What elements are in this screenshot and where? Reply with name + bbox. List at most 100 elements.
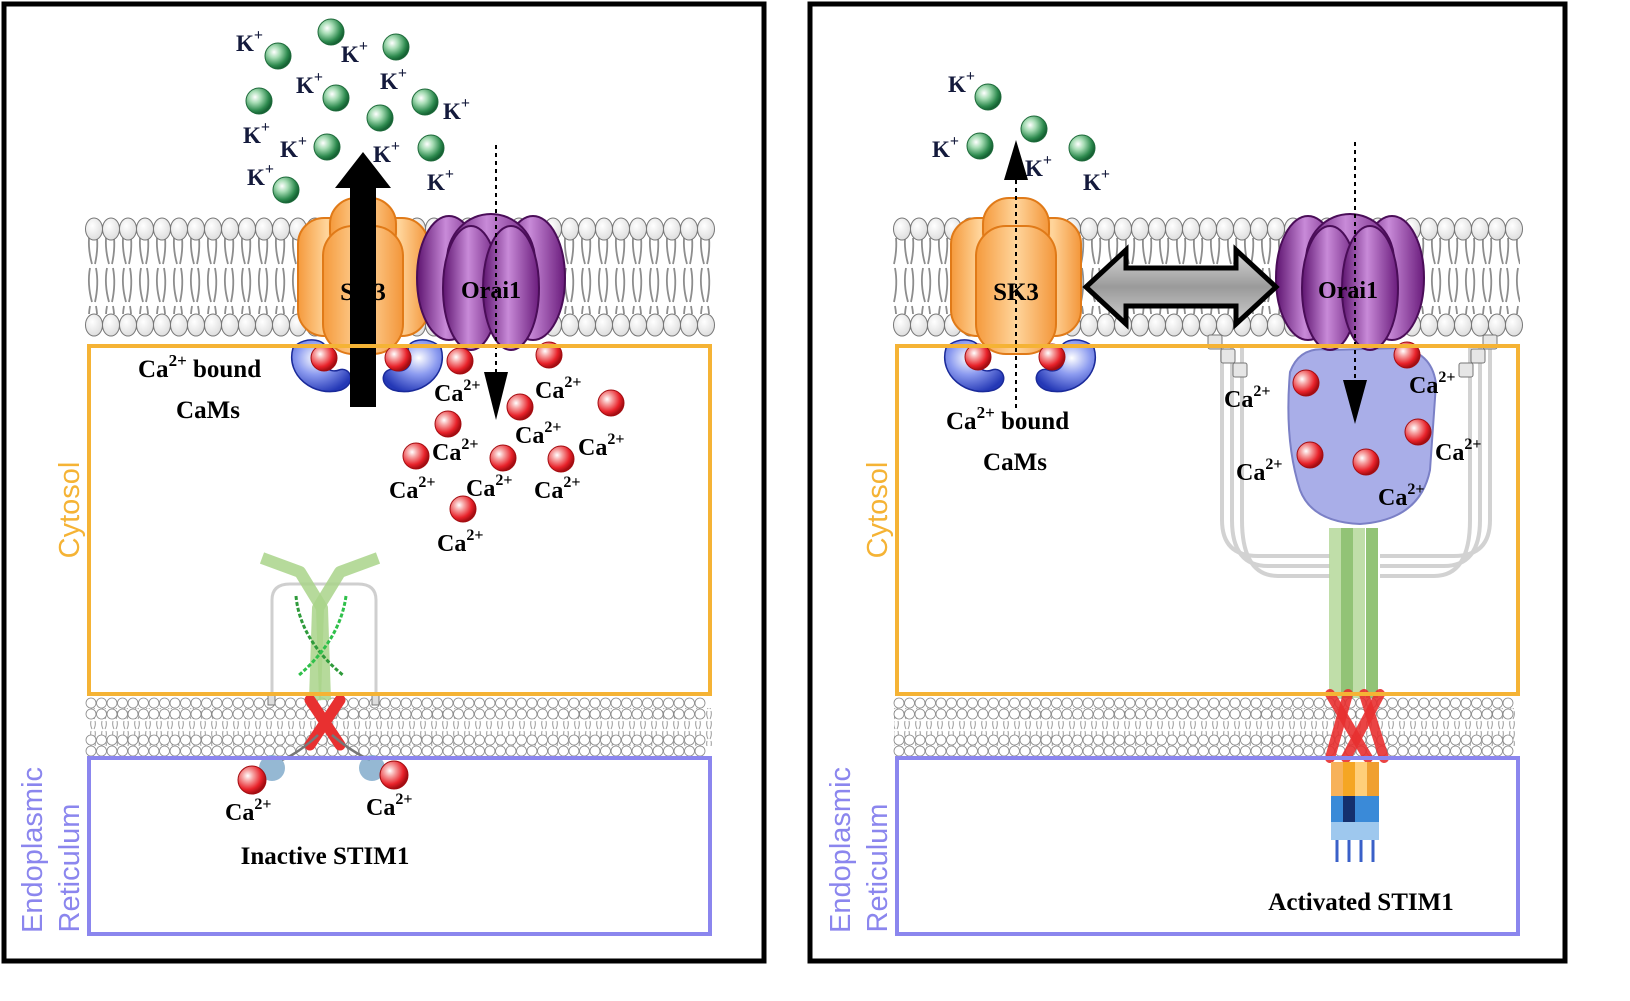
right-cytosol-label: Cytosol xyxy=(862,462,894,559)
er-lipid-head xyxy=(1303,697,1314,709)
er-lipid-head xyxy=(925,734,936,746)
er-lipid-head xyxy=(610,734,622,746)
right-er-label-line1: Endoplasmic xyxy=(825,767,857,933)
er-lipid-head xyxy=(274,697,286,709)
er-lipid-head xyxy=(977,708,989,720)
er-lipid-head xyxy=(474,745,485,757)
er-lipid-head xyxy=(138,697,149,709)
lipid-head-inner xyxy=(1267,313,1285,337)
right-sk3-label: SK3 xyxy=(993,279,1039,306)
er-lipid-head xyxy=(1030,734,1041,746)
er-lipid-head xyxy=(516,734,527,746)
ion-charge: + xyxy=(359,38,368,55)
potassium-ion xyxy=(245,87,273,115)
lipid-head-outer xyxy=(85,217,103,241)
lipid-head-outer xyxy=(578,217,596,241)
lipid-head-inner xyxy=(927,313,945,337)
er-lipid-head xyxy=(127,708,139,720)
er-lipid-head xyxy=(348,697,359,709)
er-lipid-head xyxy=(85,734,97,746)
stim1-connector xyxy=(1380,345,1492,558)
calcium-label: Ca2+ xyxy=(437,527,483,557)
calcium-label: Ca2+ xyxy=(432,436,478,466)
er-lipid-head xyxy=(1051,708,1062,720)
er-lipid-head xyxy=(1114,708,1125,720)
er-lipid-head xyxy=(1103,697,1115,709)
er-lipid-head xyxy=(1439,734,1451,746)
lipid-head-inner xyxy=(1199,313,1217,337)
lipid-head-inner xyxy=(221,313,239,337)
er-lipid-head xyxy=(85,708,97,720)
ion-charge: + xyxy=(966,68,975,85)
er-lipid-head xyxy=(1250,745,1262,757)
er-lipid-head xyxy=(1292,708,1304,720)
er-lipid-head xyxy=(1240,734,1251,746)
lipid-head-outer xyxy=(238,217,256,241)
er-lipid-head xyxy=(358,697,370,709)
er-lipid-head xyxy=(243,734,254,746)
activated-stim1 xyxy=(1207,334,1498,862)
er-lipid-head xyxy=(568,745,580,757)
lipid-head-inner xyxy=(1131,313,1149,337)
sk3-subunit xyxy=(975,225,1057,355)
er-lipid-head xyxy=(463,734,475,746)
er-lipid-head xyxy=(1450,745,1461,757)
er-lipid-head xyxy=(348,708,359,720)
ion-charge: + xyxy=(261,119,270,136)
er-lipid-head xyxy=(232,734,244,746)
er-lipid-head xyxy=(988,697,999,709)
er-lipid-head xyxy=(453,697,464,709)
lipid-head-inner xyxy=(1437,313,1455,337)
lipid-head-outer xyxy=(1131,217,1149,241)
er-lipid-head xyxy=(673,734,685,746)
er-lipid-head xyxy=(442,745,454,757)
right-orai1-label: Orai1 xyxy=(1318,278,1378,304)
lipid-head-inner xyxy=(85,313,103,337)
er-lipid-head xyxy=(1492,745,1503,757)
er-lipid-head xyxy=(222,734,233,746)
er-lipid-head xyxy=(946,734,957,746)
er-lipid-head xyxy=(85,697,97,709)
er-lipid-head xyxy=(1208,708,1220,720)
potassium-ion xyxy=(317,18,345,46)
er-lipid-head xyxy=(547,745,559,757)
stim1-transmembrane-helix xyxy=(1341,689,1385,763)
right-panel-frame xyxy=(807,1,1568,964)
er-lipid-head xyxy=(495,734,506,746)
lipid-head-inner xyxy=(204,313,222,337)
er-lipid-head xyxy=(925,697,936,709)
ions: K+K+K+K+K+K+K+K+K+K+Ca2+Ca2+Ca2+Ca2+Ca2+… xyxy=(225,18,1481,826)
er-lipid-head xyxy=(474,734,485,746)
er-lipid-head xyxy=(1502,745,1514,757)
er-lipid-head xyxy=(1145,697,1157,709)
er-lipid-head xyxy=(243,708,254,720)
er-lipid-head xyxy=(1240,697,1251,709)
er-lipid-head xyxy=(453,745,464,757)
lipid-head-outer xyxy=(1250,217,1268,241)
er-lipid-head xyxy=(673,697,685,709)
er-lipid-head xyxy=(1229,697,1241,709)
ion-charge: + xyxy=(314,69,323,86)
lipid-head-outer xyxy=(910,217,928,241)
er-lipid-head xyxy=(96,745,107,757)
er-lipid-head xyxy=(589,745,601,757)
er-lipid-head xyxy=(337,708,349,720)
left-cam-label-line1: Ca2+ bound xyxy=(138,351,261,383)
er-lipid-head xyxy=(1093,745,1104,757)
er-lipid-head xyxy=(421,697,433,709)
potassium-label: K+ xyxy=(1025,152,1052,181)
er-lipid-head xyxy=(579,734,590,746)
er-lipid-head xyxy=(1450,734,1461,746)
er-lipid-head xyxy=(1166,745,1178,757)
er-lipid-head xyxy=(956,745,968,757)
er-lipid-head xyxy=(211,734,223,746)
er-lipid-head xyxy=(537,745,548,757)
er-lipid-head xyxy=(1114,745,1125,757)
calcium-ion xyxy=(402,442,430,470)
er-lipid-head xyxy=(1156,745,1167,757)
stim1-luminal-segment xyxy=(1331,796,1343,822)
er-lipid-head xyxy=(547,734,559,746)
er-lipid-head xyxy=(684,734,695,746)
er-lipid-head xyxy=(421,708,433,720)
calcium-symbol: Ca xyxy=(432,440,461,466)
